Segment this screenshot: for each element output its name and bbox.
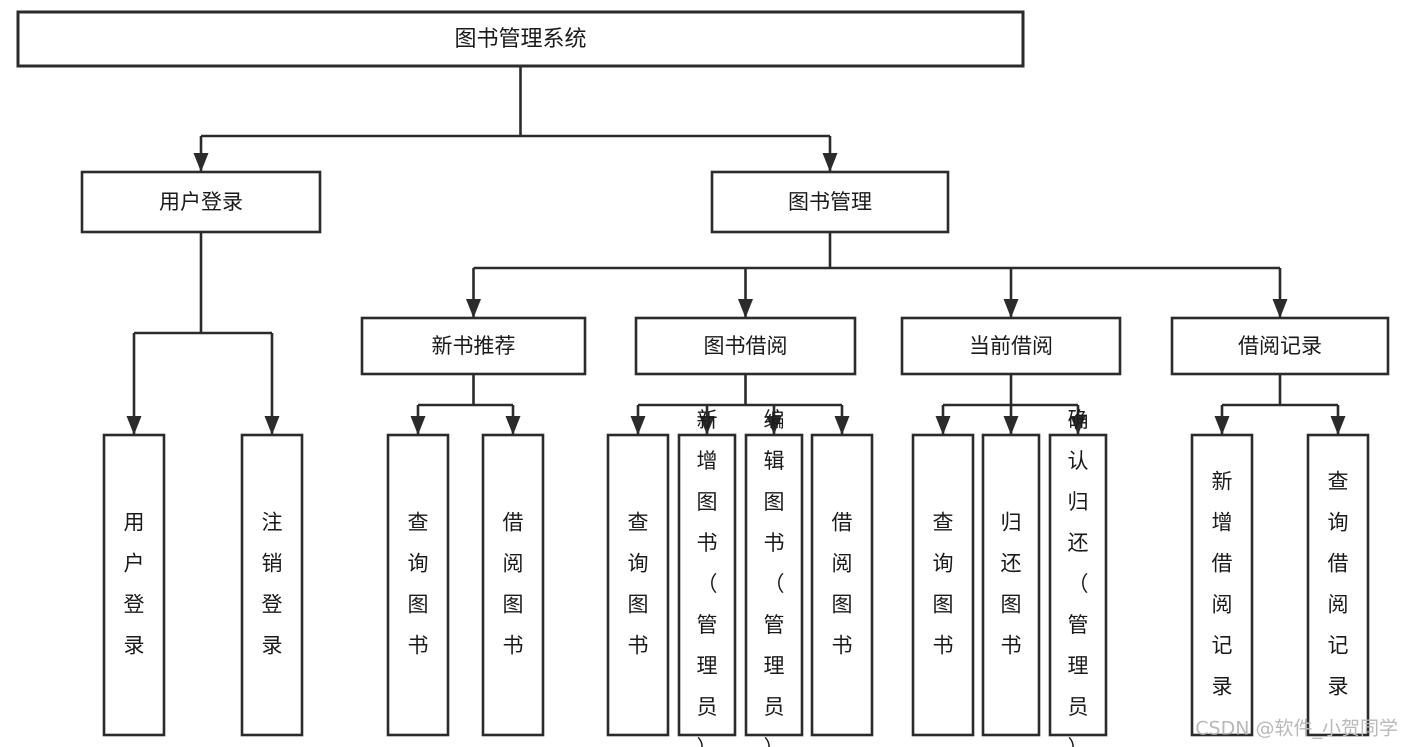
node-leaf-edit-book[interactable]: 编辑图书（管理员） <box>744 408 804 747</box>
node-label-leaf-add-record: 新增借阅记录 <box>1212 470 1233 699</box>
connector-group-new-book-recommend <box>410 374 521 435</box>
node-box-book-borrow[interactable] <box>634 316 857 376</box>
node-label-leaf-edit-book: 编辑图书（管理员） <box>764 408 785 747</box>
arrow-icon-leaf-return-book <box>1003 416 1019 435</box>
arrow-icon-new-book-recommend <box>466 299 481 318</box>
node-label-borrow-record: 借阅记录 <box>1238 334 1322 358</box>
node-leaf-add-book[interactable]: 新增图书（管理员） <box>677 408 737 747</box>
arrow-icon-borrow-record <box>1272 299 1288 318</box>
node-label-leaf-query-book-2: 查询图书 <box>628 511 649 658</box>
arrow-icon-leaf-query-book-3 <box>935 416 951 435</box>
node-box-leaf-borrow-book-1[interactable] <box>481 433 545 737</box>
node-box-leaf-borrow-book-2[interactable] <box>810 433 874 737</box>
node-book-borrow[interactable]: 图书借阅 <box>634 316 857 376</box>
connector-group-book-borrow <box>630 374 850 435</box>
node-box-leaf-logout[interactable] <box>240 433 304 737</box>
node-label-user-login: 用户登录 <box>159 190 243 214</box>
arrow-icon-leaf-borrow-book-1 <box>505 416 521 435</box>
arrow-icon-leaf-user-login <box>126 416 142 435</box>
node-leaf-query-record[interactable]: 查询借阅记录 <box>1306 433 1370 737</box>
node-book-manage[interactable]: 图书管理 <box>710 170 950 234</box>
node-leaf-query-book-3[interactable]: 查询图书 <box>911 433 975 737</box>
arrow-icon-leaf-logout <box>264 416 280 435</box>
node-label-leaf-query-book-3: 查询图书 <box>933 511 954 658</box>
node-user-login[interactable]: 用户登录 <box>80 170 322 234</box>
node-label-leaf-add-book: 新增图书（管理员） <box>697 408 718 747</box>
arrow-icon-leaf-confirm-return <box>1070 416 1086 435</box>
connector-group-root <box>193 66 838 172</box>
connector-layer <box>126 66 1346 435</box>
node-leaf-confirm-return[interactable]: 确认归还（管理员） <box>1048 408 1108 747</box>
node-root[interactable]: 图书管理系统 <box>16 10 1025 68</box>
connector-group-current-borrow <box>935 374 1086 435</box>
node-label-root: 图书管理系统 <box>454 27 586 52</box>
node-label-leaf-confirm-return: 确认归还（管理员） <box>1068 408 1089 747</box>
connector-group-borrow-record <box>1214 374 1346 435</box>
node-box-leaf-add-book[interactable] <box>677 433 737 737</box>
node-label-leaf-logout: 注销登录 <box>262 511 283 658</box>
watermark-layer: CSDN @软件_小贺同学 <box>1195 718 1398 740</box>
node-label-leaf-borrow-book-2: 借阅图书 <box>832 511 853 658</box>
node-label-leaf-return-book: 归还图书 <box>1001 511 1022 658</box>
arrow-icon-leaf-query-record <box>1330 416 1346 435</box>
arrow-icon-current-borrow <box>1003 299 1019 318</box>
node-label-leaf-borrow-book-1: 借阅图书 <box>503 511 524 658</box>
node-current-borrow[interactable]: 当前借阅 <box>900 316 1122 376</box>
node-box-new-book-recommend[interactable] <box>360 316 587 376</box>
arrow-icon-book-manage <box>822 153 838 172</box>
connector-group-user-login <box>126 232 280 435</box>
arrow-icon-leaf-add-book <box>699 416 715 435</box>
node-box-root[interactable] <box>16 10 1025 68</box>
node-label-book-manage: 图书管理 <box>788 190 872 214</box>
node-layer: 图书管理系统用户登录图书管理新书推荐图书借阅当前借阅借阅记录用户登录注销登录查询… <box>16 10 1390 747</box>
arrow-icon-leaf-query-book-1 <box>410 416 426 435</box>
node-leaf-query-book-1[interactable]: 查询图书 <box>386 433 450 737</box>
node-label-new-book-recommend: 新书推荐 <box>432 334 516 358</box>
arrow-icon-user-login <box>193 153 209 172</box>
node-box-current-borrow[interactable] <box>900 316 1122 376</box>
node-box-leaf-query-book-1[interactable] <box>386 433 450 737</box>
node-box-leaf-query-record[interactable] <box>1306 433 1370 737</box>
node-box-leaf-query-book-2[interactable] <box>606 433 670 737</box>
node-leaf-query-book-2[interactable]: 查询图书 <box>606 433 670 737</box>
node-leaf-borrow-book-1[interactable]: 借阅图书 <box>481 433 545 737</box>
node-label-leaf-query-record: 查询借阅记录 <box>1328 470 1349 699</box>
node-label-current-borrow: 当前借阅 <box>969 334 1053 358</box>
node-box-leaf-return-book[interactable] <box>981 433 1041 737</box>
node-box-leaf-add-record[interactable] <box>1190 433 1254 737</box>
node-box-leaf-query-book-3[interactable] <box>911 433 975 737</box>
connector-group-book-manage <box>466 232 1288 318</box>
node-box-leaf-confirm-return[interactable] <box>1048 433 1108 737</box>
node-leaf-logout[interactable]: 注销登录 <box>240 433 304 737</box>
node-leaf-add-record[interactable]: 新增借阅记录 <box>1190 433 1254 737</box>
node-new-book-recommend[interactable]: 新书推荐 <box>360 316 587 376</box>
arrow-icon-leaf-borrow-book-2 <box>834 416 850 435</box>
arrow-icon-leaf-query-book-2 <box>630 416 646 435</box>
node-leaf-user-login[interactable]: 用户登录 <box>102 433 166 737</box>
node-box-user-login[interactable] <box>80 170 322 234</box>
node-box-borrow-record[interactable] <box>1170 316 1390 376</box>
node-leaf-return-book[interactable]: 归还图书 <box>981 433 1041 737</box>
arrow-icon-book-borrow <box>738 299 753 318</box>
node-label-leaf-user-login: 用户登录 <box>124 511 145 658</box>
node-box-leaf-edit-book[interactable] <box>744 433 804 737</box>
arrow-icon-leaf-edit-book <box>766 416 782 435</box>
node-borrow-record[interactable]: 借阅记录 <box>1170 316 1390 376</box>
node-label-leaf-query-book-1: 查询图书 <box>408 511 429 658</box>
node-box-book-manage[interactable] <box>710 170 950 234</box>
node-label-book-borrow: 图书借阅 <box>704 334 788 358</box>
csdn-watermark: CSDN @软件_小贺同学 <box>1195 718 1398 740</box>
node-leaf-borrow-book-2[interactable]: 借阅图书 <box>810 433 874 737</box>
arrow-icon-leaf-add-record <box>1214 416 1230 435</box>
node-box-leaf-user-login[interactable] <box>102 433 166 737</box>
